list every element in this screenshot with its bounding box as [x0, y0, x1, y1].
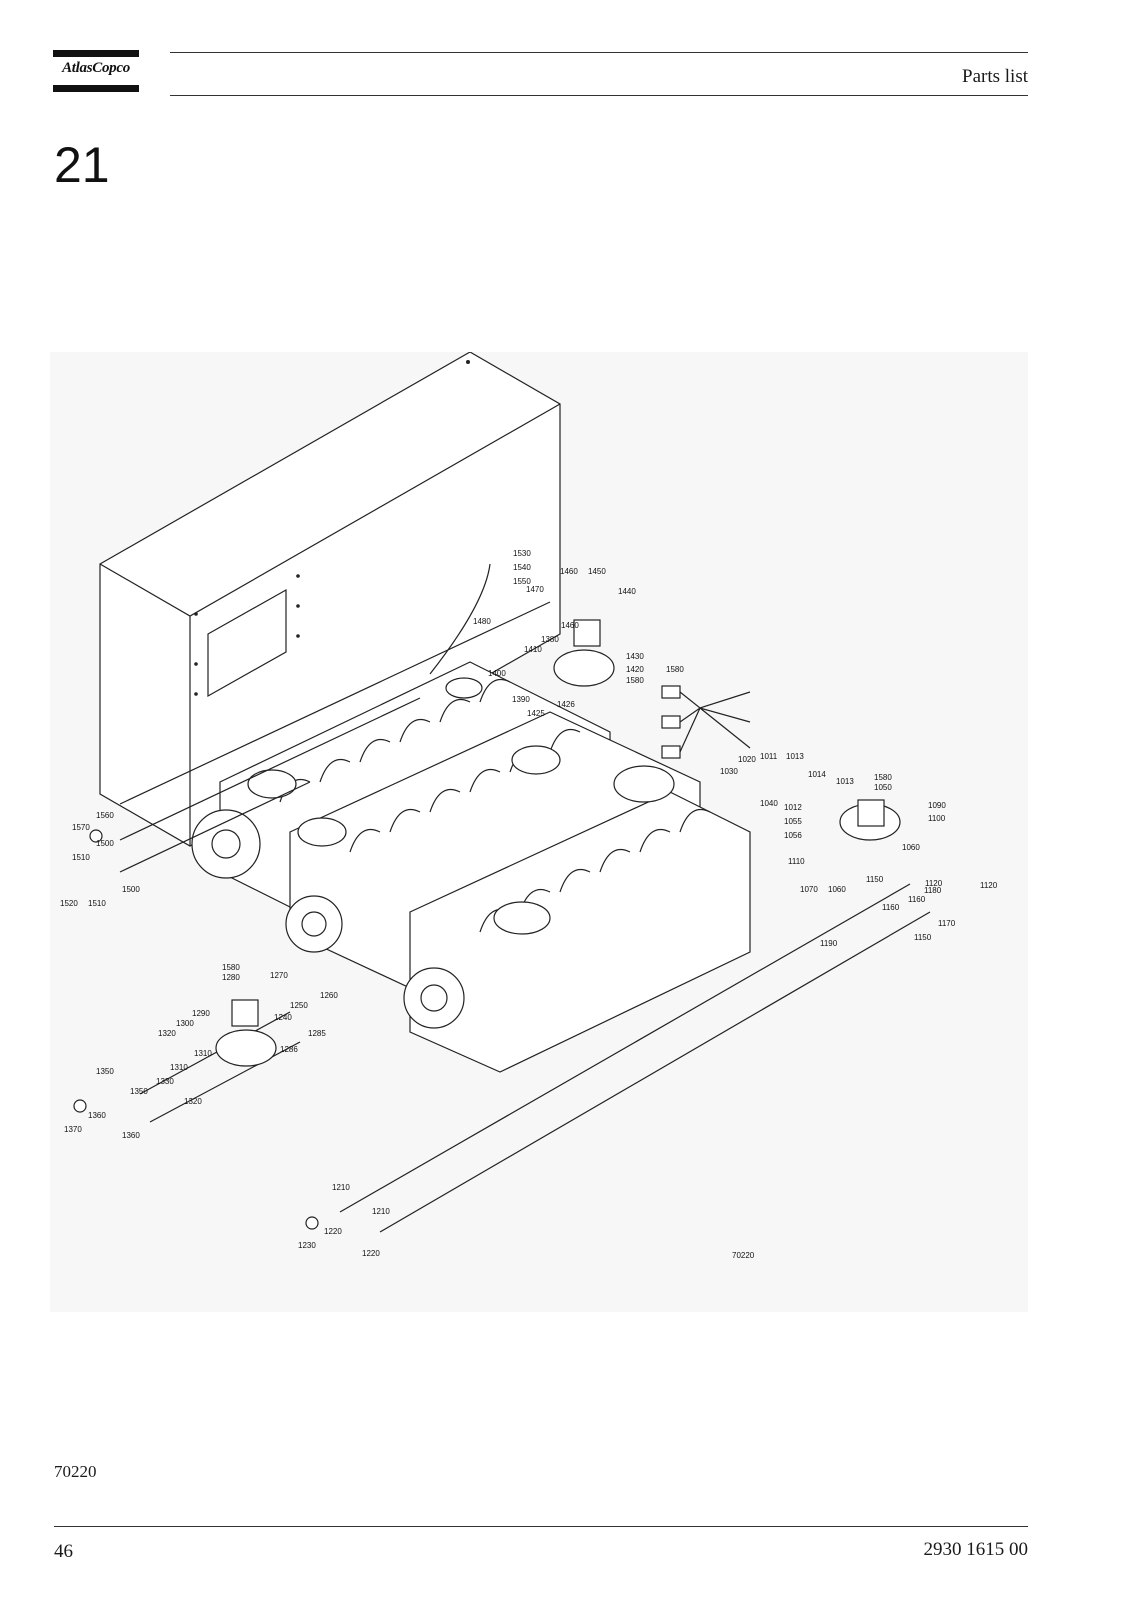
callout-1500b: 1500: [122, 885, 140, 894]
callout-1013: 1013: [786, 752, 804, 761]
callout-1220: 1220: [324, 1227, 342, 1236]
callout-1060: 1060: [902, 843, 920, 852]
diagram-svg: 1530 1540 1550 1460 1450 1470 1440 1480 …: [60, 352, 998, 1260]
callout-1170: 1170: [938, 919, 956, 928]
callout-1426: 1426: [557, 700, 575, 709]
callout-1160: 1160: [908, 895, 926, 904]
callout-1285: 1285: [308, 1029, 326, 1038]
callout-1300: 1300: [176, 1019, 194, 1028]
document-number: 2930 1615 00: [923, 1539, 1029, 1560]
callout-1090: 1090: [928, 801, 946, 810]
callout-1560: 1560: [96, 811, 114, 820]
header-title: Parts list: [962, 66, 1028, 87]
diagram-figure-id: 70220: [732, 1251, 755, 1260]
callout-1350b: 1350: [130, 1087, 148, 1096]
callout-1570: 1570: [72, 823, 90, 832]
callout-1400: 1400: [488, 669, 506, 678]
header-rule-top: [170, 52, 1028, 53]
callout-1360b: 1360: [122, 1131, 140, 1140]
callout-1450: 1450: [588, 567, 606, 576]
atlas-copco-logo: AtlasCopco: [53, 50, 139, 92]
callout-1150: 1150: [866, 875, 884, 884]
callout-1250: 1250: [290, 1001, 308, 1010]
callout-1430: 1430: [626, 652, 644, 661]
callout-1530: 1530: [513, 549, 531, 558]
cabinet-drawing: [99, 352, 561, 847]
callout-1425: 1425: [527, 709, 545, 718]
callout-1440: 1440: [618, 587, 636, 596]
callout-1580c: 1580: [874, 773, 892, 782]
callout-1500: 1500: [96, 839, 114, 848]
callout-1260: 1260: [320, 991, 338, 1000]
callout-1055: 1055: [784, 817, 802, 826]
callout-1580b: 1580: [666, 665, 684, 674]
callout-1280: 1280: [222, 973, 240, 982]
logo-bar-top: [53, 50, 139, 57]
callout-1210: 1210: [332, 1183, 350, 1192]
section-number: 21: [54, 137, 110, 193]
callout-1510: 1510: [72, 853, 90, 862]
page-number: 46: [54, 1541, 73, 1562]
callout-1220b: 1220: [362, 1249, 380, 1258]
callout-1540: 1540: [513, 563, 531, 572]
callout-1180: 1180: [924, 886, 942, 895]
callout-1070: 1070: [800, 885, 818, 894]
callout-1370: 1370: [64, 1125, 82, 1134]
callout-1160b: 1160: [882, 903, 900, 912]
callout-1012: 1012: [784, 803, 802, 812]
callout-1230: 1230: [298, 1241, 316, 1250]
callout-1380: 1380: [541, 635, 559, 644]
callout-1330: 1330: [156, 1077, 174, 1086]
callout-1390: 1390: [512, 695, 530, 704]
callout-1240: 1240: [274, 1013, 292, 1022]
callout-1060b: 1060: [828, 885, 846, 894]
exploded-parts-diagram: 1530 1540 1550 1460 1450 1470 1440 1480 …: [50, 352, 1028, 1312]
callout-1100: 1100: [928, 814, 946, 823]
callout-1360: 1360: [88, 1111, 106, 1120]
callout-1460b: 1460: [561, 621, 579, 630]
callout-1310b: 1310: [170, 1063, 188, 1072]
callout-1120: 1120: [925, 879, 943, 888]
callout-1030: 1030: [720, 767, 738, 776]
callout-1011: 1011: [760, 752, 778, 761]
callout-1510b: 1510: [88, 899, 106, 908]
footer-rule: [54, 1526, 1028, 1527]
callout-1150b: 1150: [914, 933, 932, 942]
callout-labels: 1530 1540 1550 1460 1450 1470 1440 1480 …: [60, 549, 998, 1260]
callout-1210b: 1210: [372, 1207, 390, 1216]
callout-1320: 1320: [158, 1029, 176, 1038]
callout-1120b: 1120: [980, 881, 998, 890]
callout-1056: 1056: [784, 831, 802, 840]
hose-lines: [119, 563, 931, 1233]
callout-1290: 1290: [192, 1009, 210, 1018]
figure-caption: 70220: [54, 1462, 97, 1481]
compressor-drawing: [191, 661, 751, 1073]
callout-1040: 1040: [760, 799, 778, 808]
logo-bar-bottom: [53, 85, 139, 92]
callout-1410: 1410: [524, 645, 542, 654]
callout-1470: 1470: [526, 585, 544, 594]
callout-1350: 1350: [96, 1067, 114, 1076]
callout-1580d: 1580: [222, 963, 240, 972]
callout-1480: 1480: [473, 617, 491, 626]
callout-1286: 1286: [280, 1045, 298, 1054]
sub-assemblies: [73, 619, 901, 1230]
callout-1020: 1020: [738, 755, 756, 764]
callout-1520: 1520: [60, 899, 78, 908]
callout-1310: 1310: [194, 1049, 212, 1058]
callout-1050: 1050: [874, 783, 892, 792]
callout-1110: 1110: [788, 857, 805, 866]
callout-1550: 1550: [513, 577, 531, 586]
callout-1420: 1420: [626, 665, 644, 674]
callout-1014: 1014: [808, 770, 826, 779]
callout-1460: 1460: [560, 567, 578, 576]
header-rule-bottom: [170, 95, 1028, 96]
callout-1580: 1580: [626, 676, 644, 685]
callout-1270: 1270: [270, 971, 288, 980]
callout-1190: 1190: [820, 939, 838, 948]
callout-1320b: 1320: [184, 1097, 202, 1106]
callout-1013b: 1013: [836, 777, 854, 786]
logo-wordmark: AtlasCopco: [62, 60, 130, 76]
